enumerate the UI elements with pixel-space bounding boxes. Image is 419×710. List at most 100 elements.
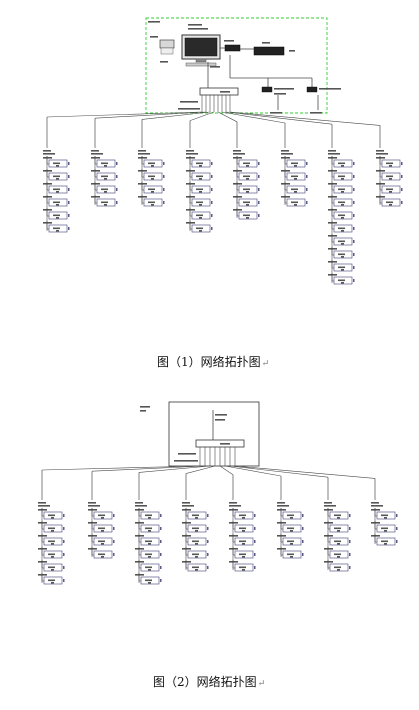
- device-id-text: [341, 243, 344, 245]
- terminal-tick: [349, 540, 351, 543]
- system-label-text: [140, 406, 150, 408]
- device-model-text: [338, 253, 345, 256]
- node-label-text: [138, 150, 146, 152]
- device-id-text: [242, 530, 245, 532]
- device-model-text: [148, 188, 155, 191]
- device-caption-text: [186, 170, 195, 172]
- device-caption-text: [229, 561, 238, 563]
- node-label-text: [38, 502, 46, 504]
- device-model-text: [243, 201, 250, 204]
- device-id-text: [148, 543, 151, 545]
- device-id-text: [195, 543, 198, 545]
- device-model-text: [145, 553, 152, 556]
- device-caption-text: [277, 509, 286, 511]
- device-caption-text: [186, 196, 195, 198]
- device-id-text: [242, 569, 245, 571]
- terminal-tick: [63, 579, 65, 582]
- node-label-text: [328, 150, 336, 152]
- device-model-text: [334, 527, 341, 530]
- device-caption-text: [135, 561, 144, 563]
- device-model-text: [239, 514, 246, 517]
- node-label-text: [43, 150, 51, 152]
- terminal-tick: [116, 162, 118, 165]
- terminal-tick: [254, 540, 256, 543]
- device-model-text: [53, 227, 60, 230]
- device-model-text: [145, 527, 152, 530]
- device-id-text: [246, 217, 249, 219]
- terminal-tick: [113, 540, 115, 543]
- terminal-tick: [68, 162, 70, 165]
- device-model-text: [53, 188, 60, 191]
- device-id-text: [337, 517, 340, 519]
- device-caption-text: [233, 157, 242, 159]
- device-caption-text: [233, 183, 242, 185]
- device-caption-text: [376, 170, 385, 172]
- device-id-text: [290, 517, 293, 519]
- node-label-text: [233, 153, 245, 155]
- printer-tray-icon: [160, 47, 174, 55]
- device-caption-text: [328, 222, 337, 224]
- device-id-text: [341, 165, 344, 167]
- device-model-text: [338, 279, 345, 282]
- device-id-text: [151, 191, 154, 193]
- node-label-text: [38, 505, 50, 507]
- terminal-tick: [353, 240, 355, 243]
- device-caption-text: [43, 209, 52, 211]
- device-model-text: [101, 201, 108, 204]
- device-caption-text: [328, 235, 337, 237]
- device-id-text: [341, 282, 344, 284]
- terminal-tick: [68, 214, 70, 217]
- fan-out-line: [141, 111, 211, 120]
- node-label-text: [371, 505, 383, 507]
- device-caption-text: [229, 548, 238, 550]
- device-id-text: [384, 543, 387, 545]
- device-caption-text: [229, 522, 238, 524]
- terminal-tick: [306, 175, 308, 178]
- device-id-text: [389, 204, 392, 206]
- terminal-tick: [207, 527, 209, 530]
- fan-out-line: [224, 465, 282, 477]
- device-id-text: [246, 204, 249, 206]
- terminal-tick: [211, 162, 213, 165]
- device-model-text: [287, 514, 294, 517]
- device-caption-text: [138, 196, 147, 198]
- device-id-text: [51, 517, 54, 519]
- device-model-text: [243, 162, 250, 165]
- device-model-text: [196, 201, 203, 204]
- device-id-text: [341, 178, 344, 180]
- device-id-text: [341, 230, 344, 232]
- server-label-text: [215, 414, 227, 416]
- device-model-text: [48, 527, 55, 530]
- network-topology-figure-2: [38, 401, 398, 585]
- device-model-text: [101, 175, 108, 178]
- device-model-text: [334, 514, 341, 517]
- device-caption-text: [38, 561, 47, 563]
- terminal-tick: [302, 514, 304, 517]
- device-id-text: [148, 530, 151, 532]
- device-id-text: [341, 256, 344, 258]
- device-id-text: [148, 517, 151, 519]
- terminal-tick: [258, 201, 260, 204]
- terminal-tick: [207, 553, 209, 556]
- device-model-text: [338, 227, 345, 230]
- device-caption-text: [91, 170, 100, 172]
- terminal-tick: [63, 566, 65, 569]
- terminal-tick: [401, 201, 403, 204]
- node-label-text: [43, 153, 55, 155]
- terminal-tick: [207, 540, 209, 543]
- node-label-text: [186, 150, 194, 152]
- remote-device-label-text: [270, 112, 282, 114]
- fan-out-line: [229, 465, 329, 478]
- device-caption-text: [91, 157, 100, 159]
- device-caption-text: [43, 183, 52, 185]
- hub-label-text: [174, 460, 198, 462]
- terminal-tick: [349, 553, 351, 556]
- device-caption-text: [233, 209, 242, 211]
- device-id-text: [242, 517, 245, 519]
- device-caption-text: [43, 222, 52, 224]
- terminal-tick: [163, 175, 165, 178]
- node-label-text: [88, 502, 96, 504]
- device-caption-text: [371, 535, 380, 537]
- device-caption-text: [38, 548, 47, 550]
- device-model-text: [145, 540, 152, 543]
